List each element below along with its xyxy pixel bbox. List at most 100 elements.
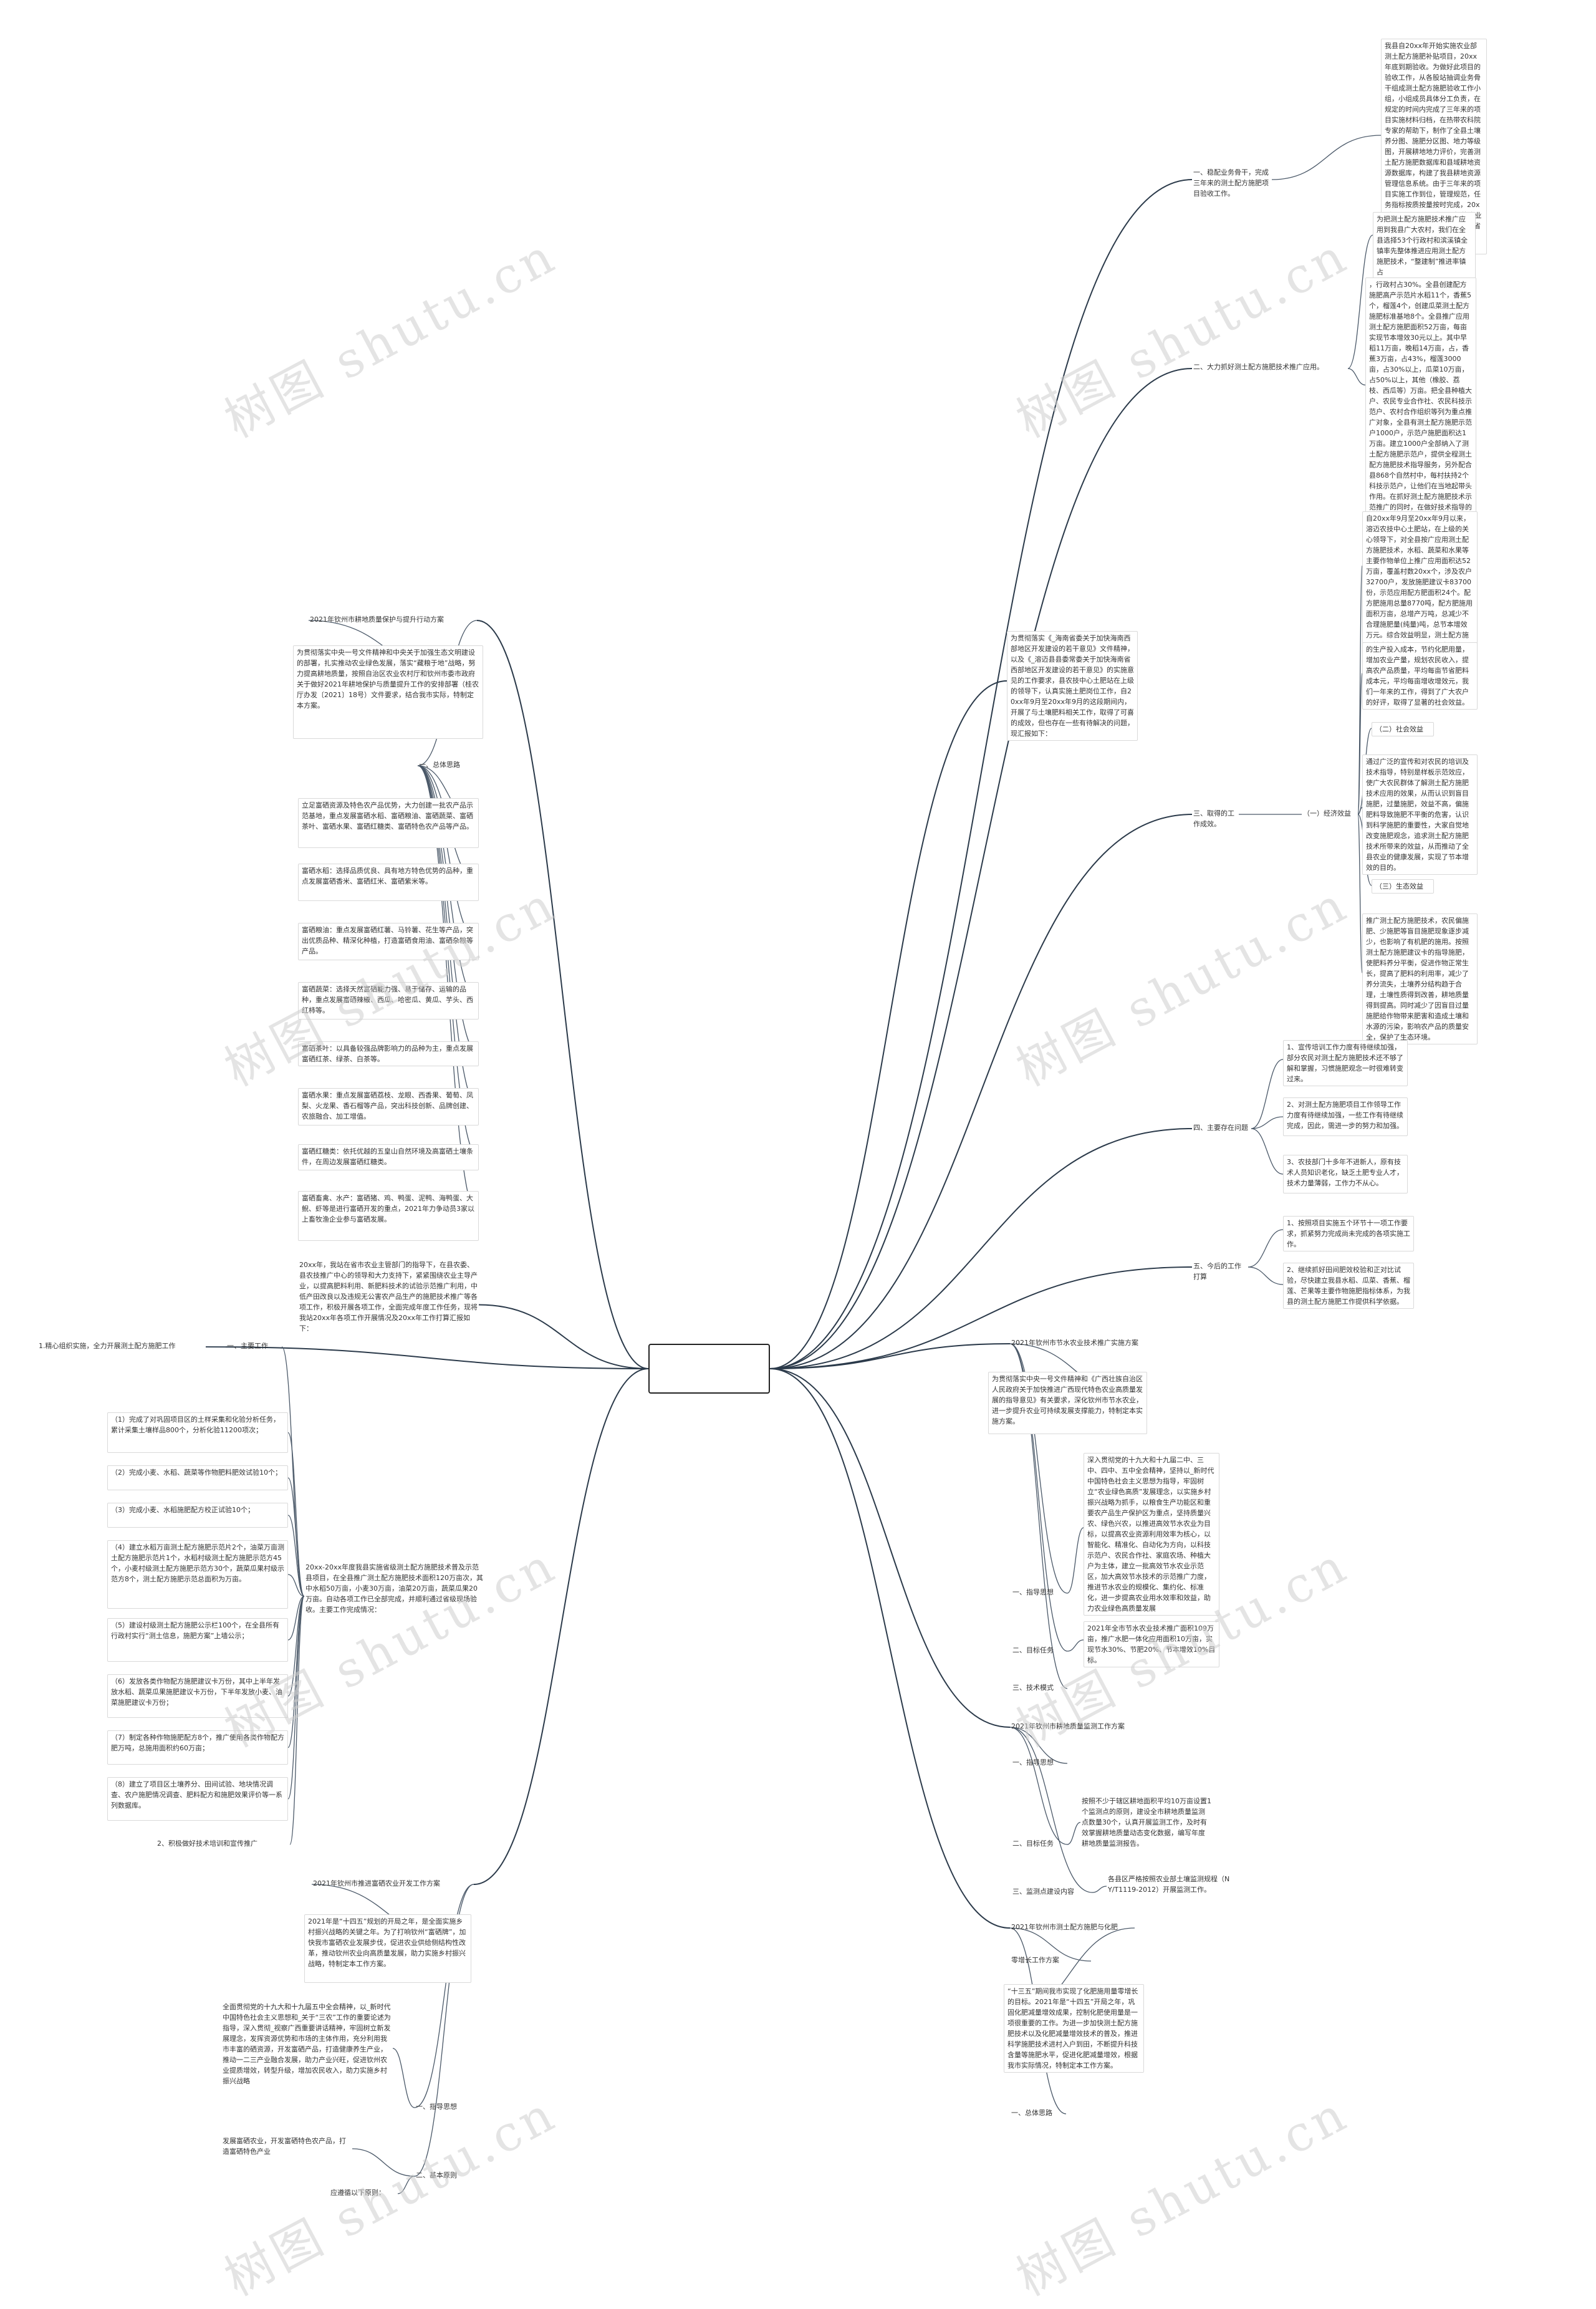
topic-node-L2h[interactable]: 富硒畜禽、水产：富硒猪、鸡、鸭蛋、泥鸭、海鸭蛋、大鲵、虾等是进行富硒开发的重点，… [298, 1191, 479, 1241]
connector-R2s2-R2a [1067, 1821, 1081, 1845]
topic-node-L4i[interactable]: 2、积极做好技术培训和宣传推广 [157, 1839, 257, 1848]
topic-node-L2int[interactable]: 20xx年，我站在省市农业主管部门的指导下，在县农委、县农技推广中心的领导和大力… [299, 1261, 478, 1333]
topic-node-L5d[interactable]: 应遵循以下原则： [330, 2189, 385, 2197]
topic-node-r3e[interactable]: （一）经济效益 [1303, 809, 1351, 817]
connector-L4-L4g [287, 1596, 305, 1748]
connector-L5s2-L5c [352, 2148, 415, 2177]
topic-node-L5[interactable]: 2021年钦州市推进富硒农业开发工作方案 [313, 1879, 440, 1887]
topic-node-r4t1[interactable]: 1、宣传培训工作力度有待继续加强，部分农民对测土配方施肥技术还不够了解和掌握，习… [1283, 1040, 1408, 1086]
topic-node-L4a[interactable]: （1）完成了对巩固项目区的土样采集和化验分析任务，累计采集土壤样品800个，分析… [107, 1412, 288, 1453]
connector-r5-r5t2 [1247, 1266, 1284, 1285]
topic-node-L4g[interactable]: （7）制定各种作物施肥配方8个，推广使用各类作物配方肥万吨，总施用面积约60万亩… [107, 1730, 288, 1765]
topic-node-R1b[interactable]: 深入贯彻党的十九大和十九届二中、三中、四中、五中全会精神，坚持以_新时代中国特色… [1084, 1453, 1219, 1616]
topic-node-L5s1[interactable]: 一、指导思想 [416, 2103, 457, 2111]
topic-node-r3s[interactable]: （二）社会效益 [1372, 722, 1434, 736]
topic-node-L2e[interactable]: 富硒茶叶：以具备较强品牌影响力的品种为主，重点发展富硒红茶、绿茶、白茶等。 [298, 1041, 479, 1066]
topic-node-L5b[interactable]: 全面贯彻党的十九大和十九届五中全会精神，以_新时代中国特色社会主义思想和_关于“… [223, 2003, 391, 2085]
topic-node-r4[interactable]: 四、主要存在问题 [1193, 1124, 1248, 1132]
topic-node-r5t1[interactable]: 1、按照项目实施五个环节十一项工作要求，抓紧努力完成尚未完成的各项实施工作。 [1283, 1216, 1414, 1251]
topic-node-R3s[interactable]: 零增长工作方案 [1011, 1956, 1059, 1964]
topic-node-L2d[interactable]: 富硒蔬菜：选择天然富硒能力强、易于储存、运输的品种，重点发展富硒辣椒、西瓜、哈密… [298, 982, 479, 1020]
connector-r4-r4t1 [1251, 1059, 1284, 1129]
topic-node-R2[interactable]: 2021年钦州市耕地质量监测工作方案 [1011, 1722, 1125, 1730]
topic-node-R1c[interactable]: 2021年全市节水农业技术推广面积109万亩，推广水肥一体化应用面积10万亩，实… [1084, 1621, 1219, 1667]
connector-L4-L4i [289, 1596, 305, 1845]
connector-L1s-L2e [417, 765, 479, 1054]
connector-R2s3-R2b [1092, 1886, 1107, 1893]
connector-r1-r1t [1271, 135, 1382, 180]
topic-node-r3sj[interactable]: （三）生态效益 [1372, 879, 1434, 894]
topic-node-L1s[interactable]: 一、总体思路 [419, 761, 460, 769]
topic-node-R1s3[interactable]: 三、技术模式 [1012, 1684, 1054, 1692]
connector-r4-r4t3 [1251, 1128, 1284, 1175]
topic-node-L3[interactable]: 1.精心组织实施，全力开展测土配方施肥工作 [39, 1342, 176, 1350]
topic-node-L4e[interactable]: （5）建设村级测土配方施肥公示栏100个，在全县所有行政村实行“测土信息，施肥方… [107, 1618, 288, 1662]
topic-node-L4c[interactable]: （3）完成小麦、水稻施肥配方校正试验10个； [107, 1503, 288, 1528]
topic-node-L1t[interactable]: 为贯彻落实中央一号文件精神和中央关于加强生态文明建设的部署，扎实推动农业绿色发展… [293, 645, 483, 739]
topic-node-r2t1[interactable]: 为把测土配方施肥技术推广应用到我县广大农村，我们在全县选择53个行政村和滨溪镇全… [1373, 212, 1476, 279]
topic-node-L2f[interactable]: 富硒水果：重点发展富硒荔枝、龙眼、西香果、葡萄、凤梨、火龙果、香石榴等产品，突出… [298, 1088, 479, 1126]
connector-R1-R1s3 [1009, 1343, 1068, 1689]
connector-R1s2-R1c [1067, 1639, 1084, 1652]
topic-node-L3s[interactable]: 一、主要工作 [227, 1342, 268, 1350]
topic-node-L2a[interactable]: 立足富硒资源及特色农产品优势，大力创建一批农产品示范基地，重点发展富硒水稻、富硒… [298, 798, 479, 848]
connector-R1-R1s1 [1009, 1343, 1068, 1594]
topic-node-r3t2[interactable]: 的生产投入成本，节约化肥用量，增加农业产量，规划农民收入，提高农产品质量，平均每… [1362, 642, 1478, 710]
topic-node-R1[interactable]: 2021年钦州市节水农业技术推广实施方案 [1011, 1339, 1138, 1347]
topic-node-r5[interactable]: 五、今后的工作打算 [1193, 1262, 1241, 1281]
connector-L4-L4c [287, 1515, 305, 1597]
connector-R2-R2s3 [1009, 1727, 1093, 1893]
topic-node-L2b[interactable]: 富硒水稻：选择品质优良、具有地方特色优势的品种，重点发展富硒香米、富硒红米、富硒… [298, 864, 479, 901]
topic-node-R1s2[interactable]: 二、目标任务 [1012, 1646, 1054, 1654]
topic-node-r4t2[interactable]: 2、对测土配方施肥项目工作领导工作力度有待继续加强，一些工作有待继续完成，因此，… [1283, 1097, 1408, 1136]
connector-root-r4 [769, 1128, 1193, 1369]
topic-node-R1a[interactable]: 为贯彻落实中央一号文件精神和《广西壮族自治区人民政府关于加快推进广西现代特色农业… [988, 1372, 1147, 1434]
topic-node-R2s3[interactable]: 三、监测点建设内容 [1012, 1887, 1074, 1896]
topic-node-L4b[interactable]: （2）完成小麦、水稻、蔬菜等作物肥料肥效试验10个； [107, 1465, 288, 1490]
topic-node-R3s2[interactable]: 一、总体思路 [1011, 2109, 1052, 2117]
connector-L4-L4f [287, 1596, 305, 1697]
topic-node-r2[interactable]: 二、大力抓好测土配方施肥技术推广应用。 [1193, 363, 1324, 371]
topic-node-L4h[interactable]: （8）建立了项目区土壤养分、田间试验、地块情况调查、农户施肥情况调查、肥料配方和… [107, 1777, 288, 1821]
connector-r3e-r3t4 [1357, 814, 1363, 973]
topic-node-L5a[interactable]: 2021年是“十四五”规划的开局之年，是全面实施乡村振兴战略的关键之年。为了打响… [304, 1914, 471, 1983]
connector-root-R2 [769, 1368, 1011, 1728]
topic-node-r4t3[interactable]: 3、农技部门十多年不进新人，原有技术人员知识老化，缺乏土肥专业人才，技术力量薄弱… [1283, 1155, 1408, 1193]
connector-L4-L4b [287, 1477, 305, 1597]
connector-r4-r4t2 [1251, 1116, 1284, 1129]
topic-node-R3a[interactable]: “十三五”期间我市实现了化肥施用量零增长的目标。2021年是“十四五”开局之年，… [1004, 1984, 1144, 2073]
topic-node-L1[interactable]: 2021年钦州市耕地质量保护与提升行动方案 [310, 615, 444, 624]
connector-R1s1-R1b [1067, 1527, 1084, 1594]
topic-node-r1[interactable]: 一、稳配业务骨干，完成三年来的测土配方施肥项目验收工作。 [1193, 168, 1269, 198]
topic-node-L4f[interactable]: （6）发放各类作物配方施肥建议卡万份，其中上半年发放水稻、蔬菜瓜果施肥建议卡万份… [107, 1674, 288, 1718]
mindmap-canvas: 一、稳配业务骨干，完成三年来的测土配方施肥项目验收工作。我县自20xx年开始实施… [39, 39, 1487, 2197]
topic-node-rootintro[interactable]: 为贯彻落实《_海南省委关于加快海南西部地区开发建设的若干意见》文件精神，以及《_… [1007, 631, 1138, 741]
topic-node-L4[interactable]: 20xx-20xx年度我县实施省级测土配方施肥技术普及示范县项目，在全县推广测土… [305, 1563, 483, 1614]
topic-node-L5s2[interactable]: 二、基本原则 [416, 2171, 457, 2179]
connector-R2-R2s1 [1009, 1727, 1068, 1764]
connector-L5s2-L5d [397, 2176, 415, 2194]
topic-node-r3t3[interactable]: 通过广泛的宣传和对农民的培训及技术指导，特别是样板示范效应，使广大农民群体了解测… [1362, 754, 1478, 875]
connector-root-rootintro [769, 680, 1007, 1369]
topic-node-R3[interactable]: 2021年钦州市测土配方施肥与化肥 [1011, 1923, 1118, 1931]
connector-root-R3 [769, 1368, 1011, 1929]
topic-node-r5t2[interactable]: 2、继续抓好田间肥效校验和正对比试验，尽快建立我县水稻、瓜菜、香蕉、榴莲、芒果等… [1283, 1263, 1414, 1309]
connector-L4-L4a [287, 1432, 305, 1597]
connector-r2-r2t2 [1347, 368, 1366, 386]
connector-L5-L5s1 [414, 1884, 474, 2108]
topic-node-L2g[interactable]: 富硒红糖类：依托优越的五皇山自然环境及高富硒土壤条件，在周边发展富硒红糖类。 [298, 1144, 479, 1170]
connector-r5-r5t1 [1247, 1229, 1284, 1268]
topic-node-r3[interactable]: 三、取得的工作成效。 [1193, 809, 1234, 828]
topic-node-r3t4[interactable]: 推广测土配方施肥技术，农民偏施肥、少施肥等盲目施肥现象逐步减少，也影响了有机肥的… [1362, 913, 1478, 1044]
topic-node-R1s1[interactable]: 一、指导思想 [1012, 1588, 1054, 1596]
topic-node-L2c[interactable]: 富硒粮油：重点发展富硒红薯、马铃薯、花生等产品，突出优质品种、精深化种植，打造富… [298, 923, 479, 960]
connector-r3e-r3t2 [1357, 673, 1363, 815]
topic-node-L4d[interactable]: （4）建立水稻万亩测土配方施肥示范片2个，油菜万亩测土配方施肥示范片1个，水稻村… [107, 1540, 288, 1609]
topic-node-L5c[interactable]: 发展富硒农业，开发富硒特色农产品，打造富硒特色产业 [223, 2137, 346, 2156]
topic-node-R2a[interactable]: 按照不少于辖区耕地面积平均10万亩设置1个监测点的原则，建设全市耕地质量监测点数… [1082, 1797, 1211, 1848]
connector-root-r3 [769, 814, 1193, 1369]
topic-node-R2b[interactable]: 各县区严格按照农业部土壤监测规程（NY/T1119-2012）开展监测工作。 [1108, 1875, 1230, 1894]
topic-node-R2s1[interactable]: 一、指导思想 [1012, 1758, 1054, 1767]
root-node[interactable] [648, 1344, 770, 1394]
topic-node-R2s2[interactable]: 二、目标任务 [1012, 1839, 1054, 1848]
